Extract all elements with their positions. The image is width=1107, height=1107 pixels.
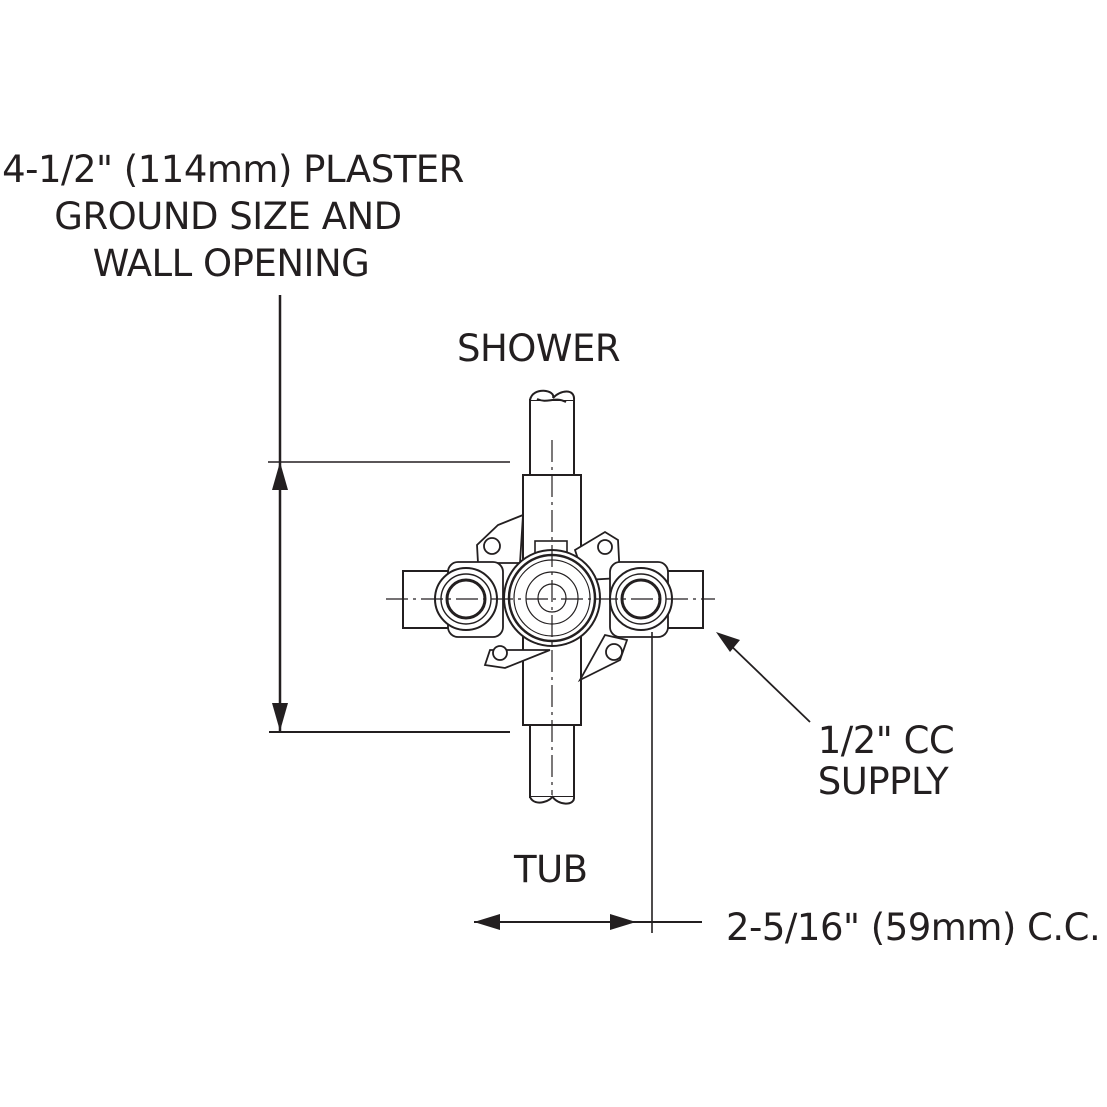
arrow-left-icon — [474, 914, 500, 930]
supply-line1: 1/2" CC — [817, 719, 955, 762]
supply-leader — [716, 632, 811, 723]
arrow-down-icon — [272, 703, 288, 731]
tub-label: TUB — [514, 848, 588, 891]
plaster-ground-line1: 4-1/2" (114mm) PLASTER — [2, 148, 464, 191]
cc-dimension — [474, 632, 702, 933]
shower-pipe — [529, 389, 575, 481]
plaster-ground-line3: WALL OPENING — [92, 242, 370, 285]
plaster-ground-label: 4-1/2" (114mm) PLASTER GROUND SIZE AND W… — [0, 146, 466, 287]
plaster-dimension-line — [268, 295, 510, 733]
supply-label: 1/2" CC SUPPLY — [808, 717, 958, 805]
plaster-ground-line2: GROUND SIZE AND — [54, 195, 402, 238]
shower-label: SHOWER — [457, 327, 621, 370]
cc-label: 2-5/16" (59mm) C.C. — [726, 906, 1101, 949]
supply-line2: SUPPLY — [817, 760, 949, 803]
arrow-right-icon — [610, 914, 636, 930]
leader-arrow-icon — [716, 632, 740, 652]
arrow-up-icon — [272, 462, 288, 490]
center-lines — [386, 440, 715, 795]
